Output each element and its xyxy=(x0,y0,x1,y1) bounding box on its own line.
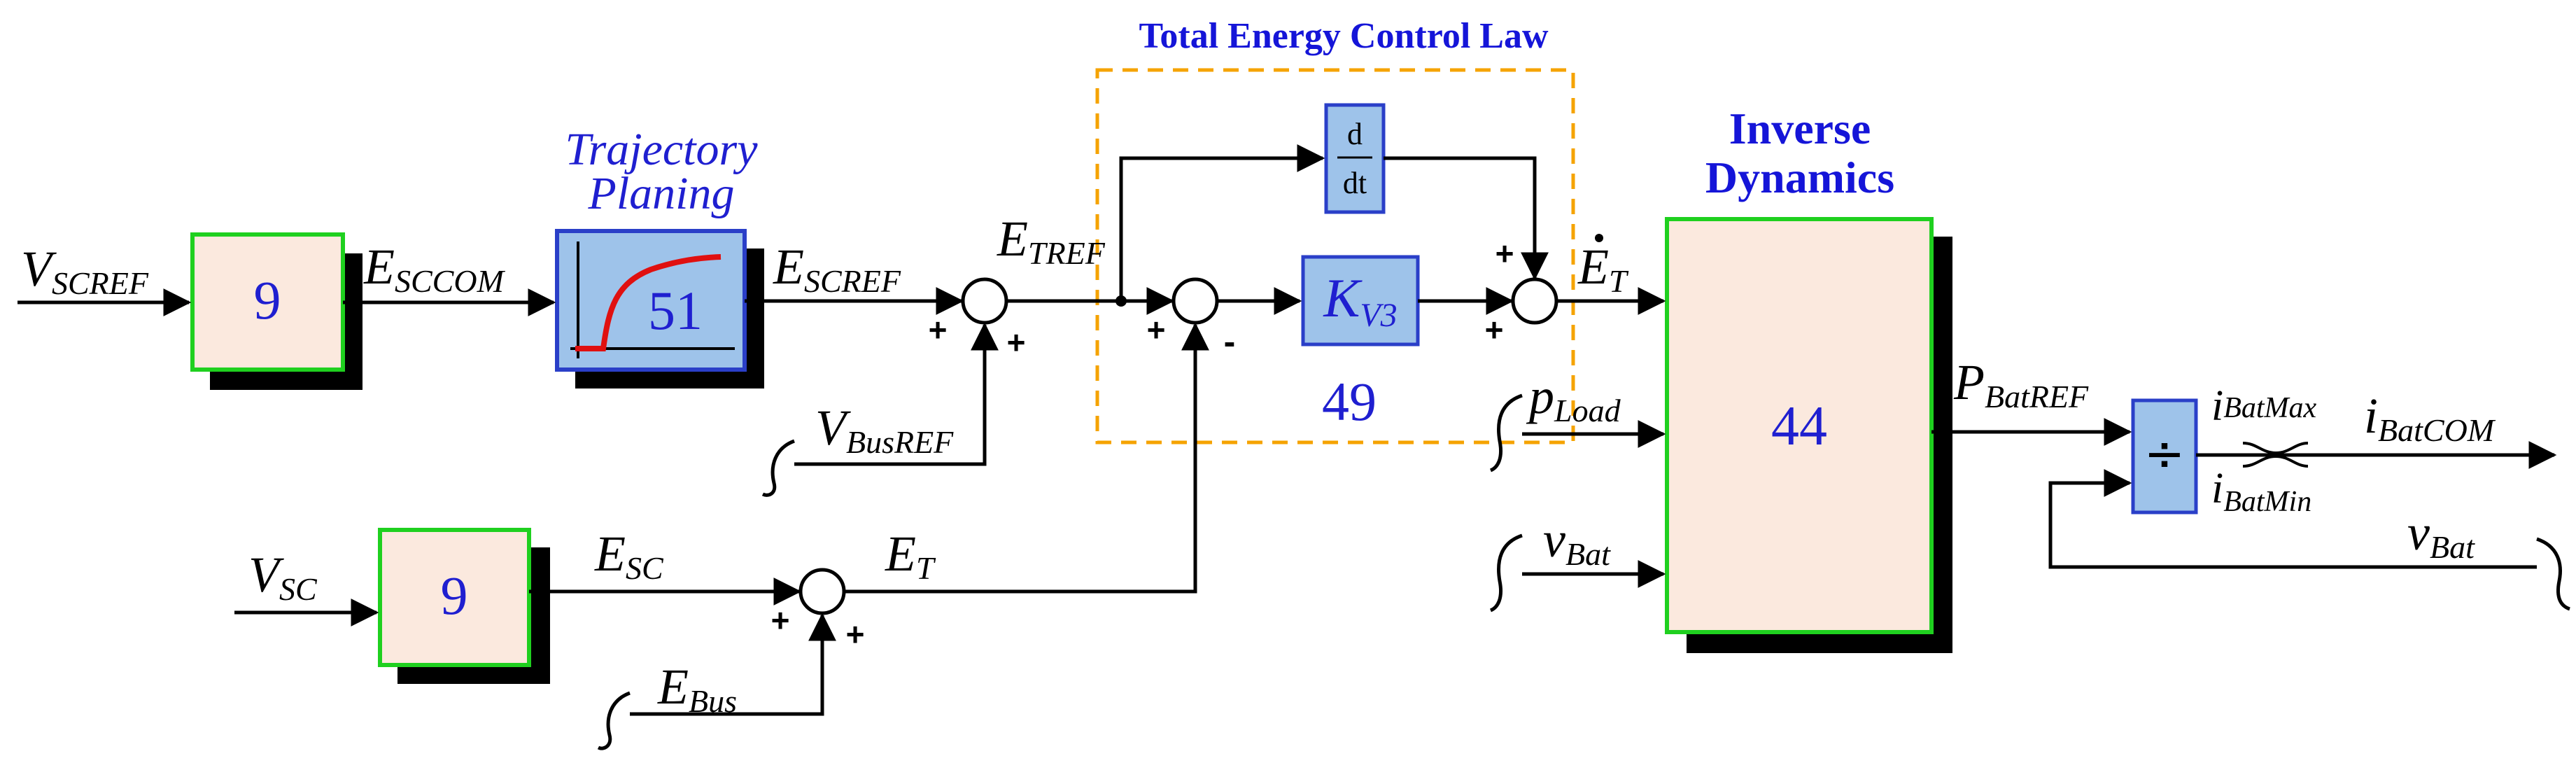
vbusref-brace xyxy=(761,439,795,497)
sign-sum2-bottom: - xyxy=(1224,322,1236,361)
gain-number: 49 xyxy=(1322,371,1377,432)
sign-sum3-left: + xyxy=(1485,312,1504,348)
wire-to-derivative xyxy=(1119,144,1325,301)
label-ibatmin: iBatMin xyxy=(2211,465,2311,518)
sum-junction-4 xyxy=(798,568,846,615)
label-et: ET xyxy=(885,526,936,586)
sign-sum4-bottom: + xyxy=(846,616,865,652)
gain-label: KV3 xyxy=(1323,267,1397,334)
label-ebus: EBus xyxy=(657,659,737,719)
ebus-brace xyxy=(597,691,631,750)
vbat-brace-2 xyxy=(2536,537,2570,611)
etdot-dot xyxy=(1595,234,1603,242)
sum-junction-1 xyxy=(961,277,1008,325)
divide-symbol: ÷ xyxy=(2144,425,2186,482)
label-ibatcom: iBatCOM xyxy=(2364,388,2496,448)
derivative-denominator: dt xyxy=(1343,166,1367,200)
divide-block xyxy=(2131,398,2198,514)
sign-sum4-left: + xyxy=(771,602,790,638)
sign-sum1-left: + xyxy=(929,312,948,348)
inverse-block xyxy=(1665,217,1934,634)
wire-derivative-out xyxy=(1384,156,1549,281)
total-energy-boundary xyxy=(1095,68,1575,444)
label-vbusref: VBusREF xyxy=(815,400,954,460)
wire-vbat-feedback xyxy=(2048,469,2537,569)
sign-sum3-top: + xyxy=(1495,235,1514,272)
label-pbatref: PBatREF xyxy=(1953,354,2089,414)
trajectory-title-line2: Planing xyxy=(588,168,735,219)
wire-et xyxy=(844,322,1209,594)
trajectory-curve xyxy=(575,254,722,351)
block-2-value: 9 xyxy=(441,565,468,626)
gain-subscript: V3 xyxy=(1360,297,1397,334)
trajectory-block xyxy=(555,229,747,372)
label-etref: ETREF xyxy=(997,211,1106,271)
wire-ebus xyxy=(630,612,836,716)
total-energy-title: Total Energy Control Law xyxy=(1139,16,1548,56)
label-pload: pLoad xyxy=(1526,368,1621,428)
trajectory-value: 51 xyxy=(648,280,703,341)
derivative-numerator: d xyxy=(1347,117,1363,151)
inverse-title-line1: Inverse xyxy=(1729,104,1871,153)
sum-junction-3 xyxy=(1511,277,1558,325)
block-1 xyxy=(190,232,345,372)
block-1-value: 9 xyxy=(254,270,281,330)
label-vscref: VSCREF xyxy=(21,241,149,301)
sign-sum2-left: + xyxy=(1147,312,1166,348)
label-vbat-1: vBat xyxy=(1543,512,1611,572)
inverse-title-line2: Dynamics xyxy=(1705,153,1894,202)
label-escref: ESCREF xyxy=(773,239,901,299)
vbat-brace-1 xyxy=(1489,533,1523,612)
label-vsc: VSC xyxy=(248,547,318,607)
inverse-value: 44 xyxy=(1771,396,1827,457)
label-etdot: ET xyxy=(1577,239,1629,299)
sign-sum1-bottom: + xyxy=(1007,324,1026,360)
label-esccom: ESCCOM xyxy=(363,239,506,299)
trajectory-title-line1: Trajectory xyxy=(565,124,759,175)
label-ibatmax: iBatMax xyxy=(2211,382,2317,430)
sum-junction-2 xyxy=(1171,277,1219,325)
label-esc: ESC xyxy=(594,526,664,586)
pload-brace xyxy=(1489,393,1523,472)
label-vbat-2: vBat xyxy=(2407,505,2475,565)
block-2 xyxy=(378,528,531,667)
wire-vbusref xyxy=(794,322,999,466)
gain-main: K xyxy=(1323,267,1363,328)
